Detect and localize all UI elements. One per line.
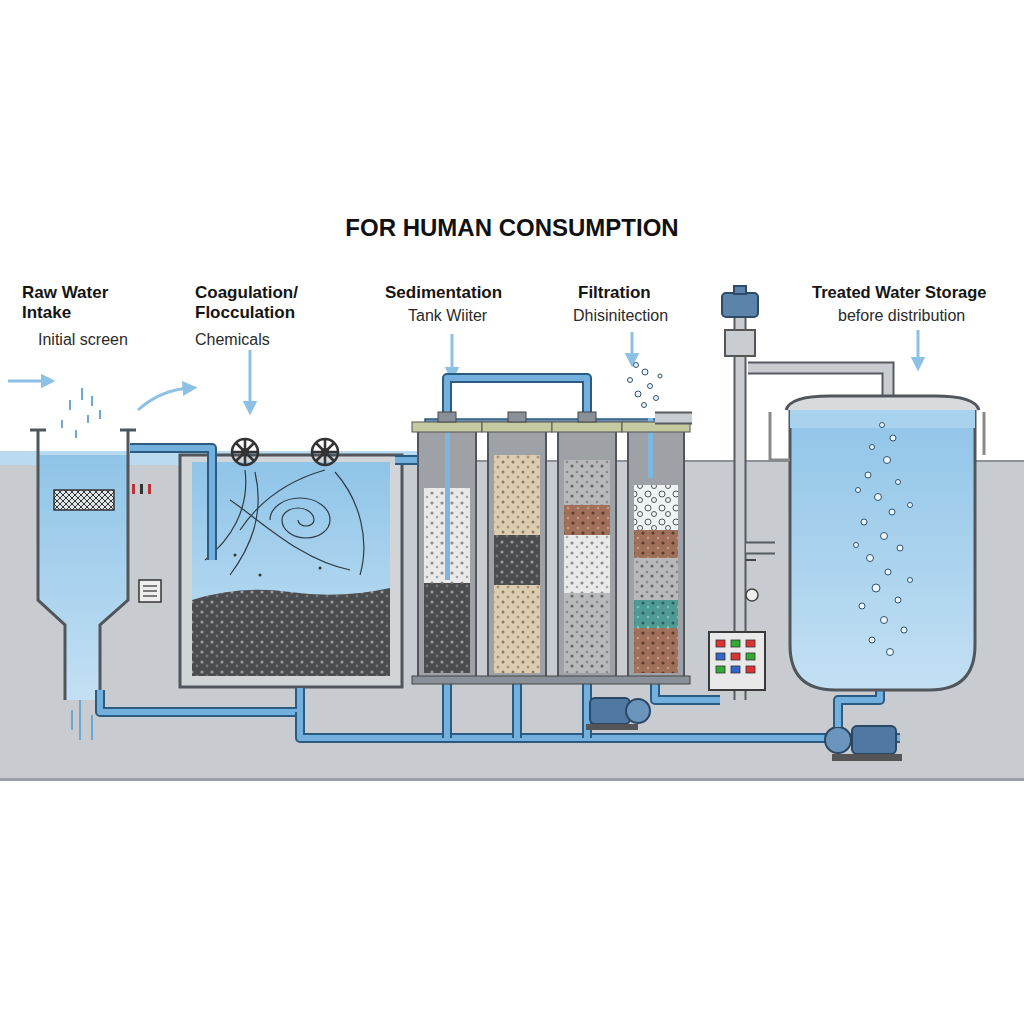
stage-sublabel: Tank Wiiter	[408, 306, 487, 325]
stage-label: Sedimentation	[385, 283, 502, 303]
stage-label: Raw Water Intake	[22, 283, 146, 324]
stage-label: Coagulation/ Flocculation	[195, 283, 315, 324]
stage-sublabel: Chemicals	[195, 330, 270, 349]
stage-label: Filtration	[578, 283, 651, 303]
stage-label: Treated Water Storage	[812, 283, 987, 303]
stage-sublabel: Initial screen	[38, 330, 128, 349]
stage-sublabel: Dhisinitection	[573, 306, 668, 325]
stage-sublabel: before distribution	[838, 306, 965, 325]
diagram-title: FOR HUMAN CONSUMPTION	[0, 214, 1024, 242]
